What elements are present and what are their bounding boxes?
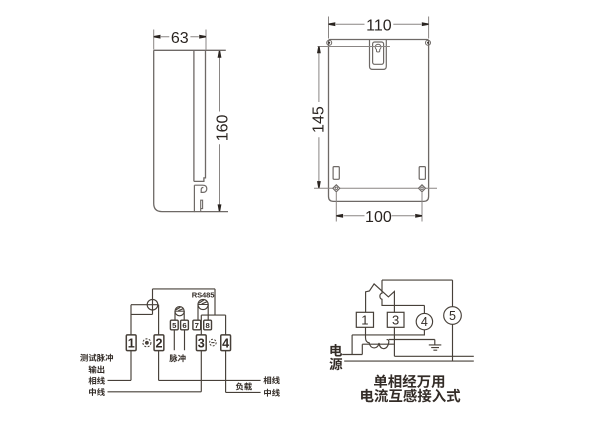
svg-text:6: 6 [182, 321, 186, 330]
svg-text:3: 3 [198, 336, 205, 350]
svg-text:63: 63 [171, 30, 189, 47]
svg-text:100: 100 [365, 209, 392, 226]
svg-text:3: 3 [392, 312, 399, 327]
svg-text:160: 160 [214, 114, 231, 141]
svg-text:1: 1 [361, 312, 368, 327]
svg-text:8: 8 [205, 321, 210, 330]
svg-text:2: 2 [155, 336, 162, 350]
svg-text:4: 4 [421, 315, 428, 329]
svg-text:5: 5 [172, 321, 177, 330]
svg-text:145: 145 [311, 106, 328, 133]
svg-text:1: 1 [128, 336, 135, 350]
svg-text:RS485: RS485 [192, 290, 216, 299]
svg-text:5: 5 [449, 309, 456, 323]
svg-text:4: 4 [222, 336, 229, 350]
svg-text:7: 7 [195, 321, 199, 330]
svg-text:110: 110 [366, 17, 392, 34]
